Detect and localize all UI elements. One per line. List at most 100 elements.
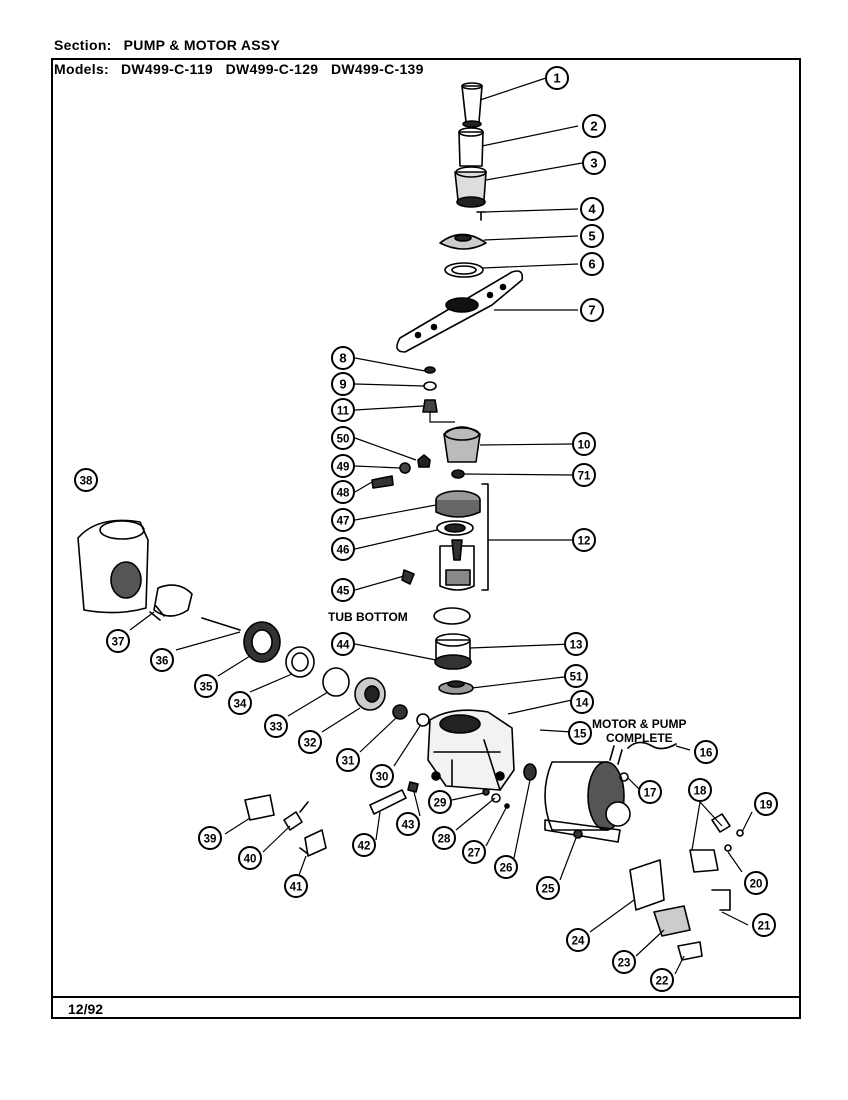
callout-circle xyxy=(336,748,360,772)
callout-number: 1 xyxy=(553,71,560,86)
callout-8: 8 xyxy=(331,346,355,370)
callout-number: 18 xyxy=(694,786,707,798)
drain-valve-part xyxy=(201,617,430,727)
callout-number: 71 xyxy=(578,471,591,483)
callout-number: 38 xyxy=(80,476,93,488)
revision-date: 12/92 xyxy=(68,1001,104,1017)
callout-circle xyxy=(564,664,588,688)
callout-number: 22 xyxy=(656,976,669,988)
callout-27: 27 xyxy=(462,840,486,864)
callout-circle xyxy=(462,840,486,864)
callout-number: 16 xyxy=(700,748,713,760)
callout-number: 2 xyxy=(590,119,597,134)
callout-number: 30 xyxy=(376,772,389,784)
callout-number: 39 xyxy=(204,834,217,846)
callout-1: 1 xyxy=(545,66,569,90)
callout-circle xyxy=(331,508,355,532)
callout-circle xyxy=(694,740,718,764)
callout-10: 10 xyxy=(572,432,596,456)
leader-lines xyxy=(129,77,753,975)
callout-26: 26 xyxy=(494,855,518,879)
callout-37: 37 xyxy=(106,629,130,653)
callout-7: 7 xyxy=(580,298,604,322)
callout-circle xyxy=(370,764,394,788)
callout-15: 15 xyxy=(568,721,592,745)
callout-circle xyxy=(284,874,308,898)
callout-circle xyxy=(582,151,606,175)
callout-22: 22 xyxy=(650,968,674,992)
callout-24: 24 xyxy=(566,928,590,952)
callout-number: 10 xyxy=(578,440,591,452)
pump-impeller-part xyxy=(401,483,489,625)
callout-number: 47 xyxy=(337,516,350,528)
callout-40: 40 xyxy=(238,846,262,870)
callout-33: 33 xyxy=(264,714,288,738)
callout-47: 47 xyxy=(331,508,355,532)
callout-29: 29 xyxy=(428,790,452,814)
callout-number: 3 xyxy=(590,156,597,171)
callout-9: 9 xyxy=(331,372,355,396)
model-number-2: DW499-C-129 xyxy=(225,61,319,77)
callout-34: 34 xyxy=(228,691,252,715)
callout-23: 23 xyxy=(612,950,636,974)
callout-circle xyxy=(568,721,592,745)
callout-circle xyxy=(545,66,569,90)
bracket-parts-right xyxy=(629,813,744,961)
callout-circle xyxy=(638,780,662,804)
callout-30: 30 xyxy=(370,764,394,788)
callout-circle xyxy=(331,346,355,370)
callout-number: 33 xyxy=(270,722,283,734)
motor-pump-label-line2: COMPLETE xyxy=(606,731,673,745)
callout-number: 20 xyxy=(750,879,763,891)
callout-circle xyxy=(331,632,355,656)
callout-circle xyxy=(650,968,674,992)
callout-circle xyxy=(396,812,420,836)
section-heading: Section:PUMP & MOTOR ASSY xyxy=(54,37,280,53)
callout-circle xyxy=(572,432,596,456)
callout-number: 31 xyxy=(342,756,355,768)
callout-circle xyxy=(352,833,376,857)
hardware-parts xyxy=(369,781,510,815)
callout-circle xyxy=(566,928,590,952)
callout-circle xyxy=(298,730,322,754)
callout-42: 42 xyxy=(352,833,376,857)
callout-circle xyxy=(572,528,596,552)
callout-circle xyxy=(106,629,130,653)
tub-bottom-label: TUB BOTTOM xyxy=(328,610,408,624)
callout-circle xyxy=(194,674,218,698)
bracket-parts-left xyxy=(244,794,327,857)
motor-pump-label-line1: MOTOR & PUMP xyxy=(592,717,686,731)
callout-number: 25 xyxy=(542,884,555,896)
callout-17: 17 xyxy=(638,780,662,804)
callout-number: 37 xyxy=(112,637,125,649)
callout-circle xyxy=(238,846,262,870)
model-number-1: DW499-C-119 xyxy=(121,61,214,77)
callout-13: 13 xyxy=(564,632,588,656)
callout-number: 34 xyxy=(234,699,247,711)
model-number-3: DW499-C-139 xyxy=(330,61,424,77)
callout-44: 44 xyxy=(331,632,355,656)
callout-number: 9 xyxy=(339,377,346,392)
callout-number: 27 xyxy=(468,848,481,860)
callout-circle xyxy=(570,690,594,714)
callout-circle xyxy=(688,778,712,802)
callout-number: 29 xyxy=(434,798,447,810)
callout-number: 48 xyxy=(337,488,350,500)
callout-number: 14 xyxy=(576,698,589,710)
callout-number: 46 xyxy=(337,545,350,557)
callout-12: 12 xyxy=(572,528,596,552)
callout-circle xyxy=(580,252,604,276)
callout-38: 38 xyxy=(74,468,98,492)
callout-circle xyxy=(331,426,355,450)
callout-45: 45 xyxy=(331,578,355,602)
callout-36: 36 xyxy=(150,648,174,672)
callout-number: 17 xyxy=(644,788,657,800)
diagram-frame xyxy=(51,58,801,1019)
callout-number: 4 xyxy=(588,202,596,217)
callout-14: 14 xyxy=(570,690,594,714)
callout-circle xyxy=(580,224,604,248)
callout-circle xyxy=(264,714,288,738)
callout-18: 18 xyxy=(688,778,712,802)
